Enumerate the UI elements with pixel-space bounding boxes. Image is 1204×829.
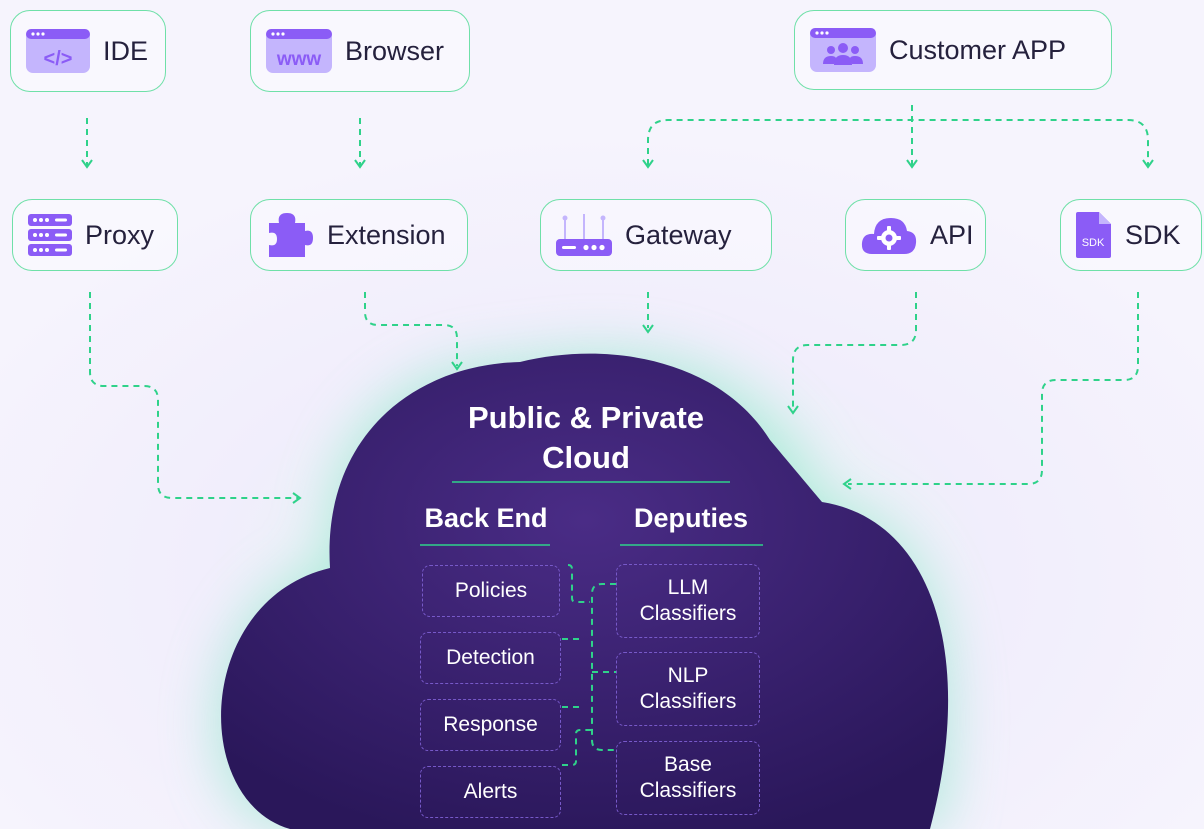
api-label: API [930, 219, 974, 250]
backend-item: Alerts [420, 766, 561, 818]
proxy-label: Proxy [85, 219, 155, 250]
sdk-label: SDK [1125, 219, 1181, 250]
extension-to-cloud-line [364, 292, 458, 366]
arrowhead [1142, 159, 1154, 169]
arrowhead [642, 324, 654, 334]
sdk-file-icon: SDK [1075, 211, 1113, 259]
sdk-node: SDK SDK [1060, 199, 1202, 271]
browser-label: Browser [345, 35, 445, 66]
gateway-label: Gateway [625, 219, 732, 250]
arrowhead [842, 478, 852, 490]
svg-text:www: www [276, 49, 322, 70]
cloud-title-line2: Cloud [542, 440, 630, 475]
arrowhead [906, 159, 918, 169]
policies-link-line [567, 564, 590, 603]
users-window-icon [809, 27, 877, 73]
code-window-icon: </> [25, 28, 91, 74]
svg-text:SDK: SDK [1082, 237, 1105, 249]
deputies-heading: Deputies [633, 503, 749, 533]
api-node: API [845, 199, 986, 271]
extension-label: Extension [327, 219, 446, 250]
arrowhead [354, 159, 366, 169]
proxy-to-cloud-line [89, 292, 298, 499]
sdk-to-cloud-line [848, 292, 1139, 485]
deputies-bus-line [591, 583, 616, 751]
arrowhead [642, 159, 654, 169]
deputy-item-line1: NLP [667, 664, 709, 687]
svg-text:</>: </> [44, 48, 73, 70]
backend-item: Policies [422, 565, 560, 617]
cloud-title-line1: Public & Private [467, 400, 705, 435]
arrowhead [787, 405, 799, 415]
cloud-title: Public & Private Cloud [386, 398, 786, 478]
alerts-link-line [562, 729, 592, 766]
deputy-item-line2: Classifiers [639, 779, 737, 802]
arrowhead [292, 492, 302, 504]
deputy-item: Base Classifiers [616, 741, 760, 815]
deputy-item-line1: Base [664, 753, 712, 776]
cloud-shape [221, 353, 949, 829]
deputy-item: LLM Classifiers [616, 564, 760, 638]
www-window-icon: www [265, 28, 333, 74]
ide-node: </> IDE [10, 10, 166, 92]
backend-item: Detection [420, 632, 561, 684]
arrowhead [451, 361, 463, 371]
deputy-item: NLP Classifiers [616, 652, 760, 726]
customer-app-node: Customer APP [794, 10, 1112, 90]
deputy-item-line2: Classifiers [639, 602, 737, 625]
backend-item: Response [420, 699, 561, 751]
app-branch-line [647, 119, 1149, 165]
api-to-cloud-line [792, 292, 917, 410]
proxy-node: Proxy [12, 199, 178, 271]
back-end-heading: Back End [424, 503, 548, 533]
deputy-item-line1: LLM [667, 576, 709, 599]
deputy-item-line2: Classifiers [639, 690, 737, 713]
gateway-node: Gateway [540, 199, 772, 271]
router-icon [555, 212, 613, 258]
cloud-gear-icon [860, 214, 918, 256]
customer-app-label: Customer APP [889, 34, 1067, 65]
extension-node: Extension [250, 199, 468, 271]
ide-label: IDE [103, 35, 149, 66]
browser-node: www Browser [250, 10, 470, 92]
server-rack-icon [27, 213, 73, 257]
puzzle-piece-icon [265, 211, 315, 259]
arrowhead [81, 159, 93, 169]
